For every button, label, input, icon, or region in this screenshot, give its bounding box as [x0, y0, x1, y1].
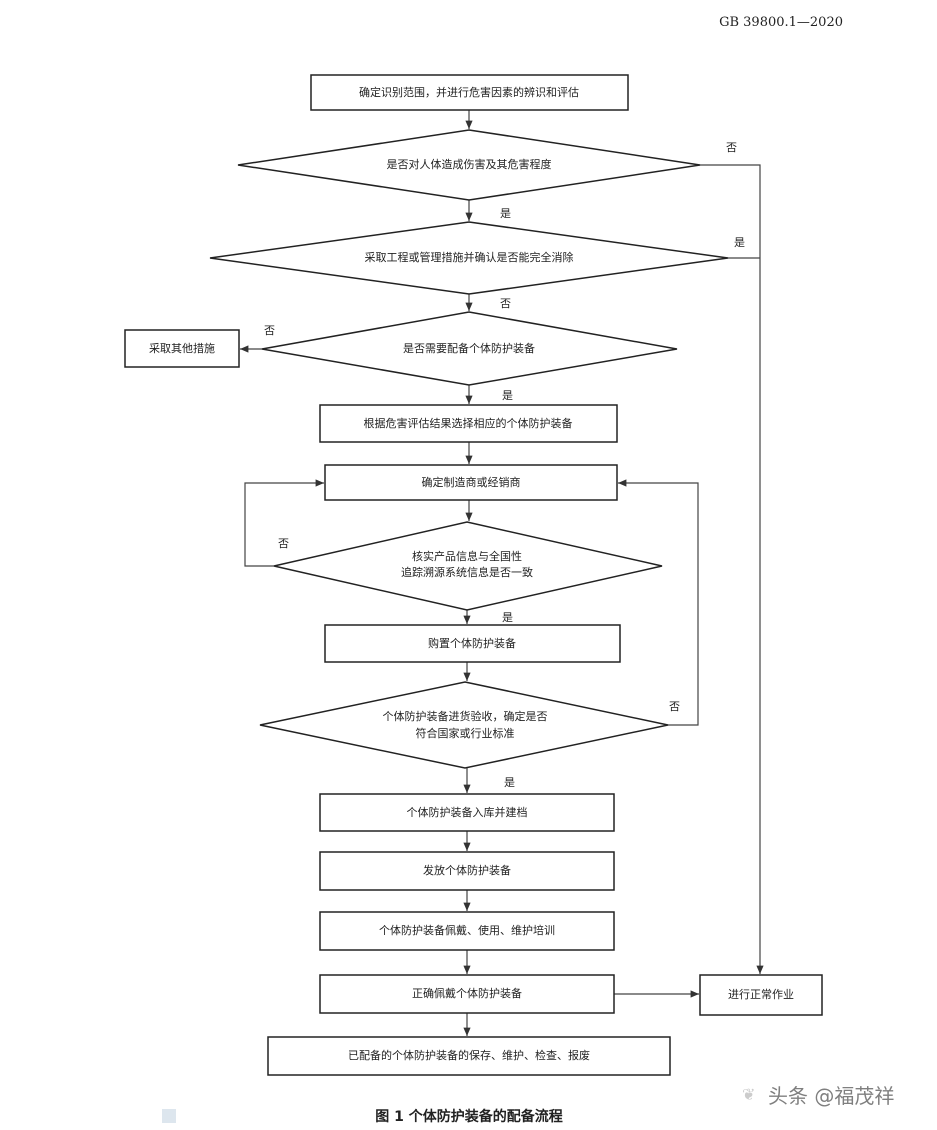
node-n5: 个体防护装备入库并建档 — [319, 793, 615, 832]
label-d4-yes: 是 — [502, 611, 513, 624]
node-n6: 发放个体防护装备 — [319, 851, 615, 891]
label-d3-yes: 是 — [502, 389, 513, 402]
node-n1: 确定识别范围，并进行危害因素的辨识和评估 — [310, 74, 629, 111]
label-d2-no: 否 — [500, 297, 511, 310]
node-n8: 正确佩戴个体防护装备 — [319, 974, 615, 1014]
node-n2: 根据危害评估结果选择相应的个体防护装备 — [319, 404, 618, 443]
decision-d4: 核实产品信息与全国性 追踪溯源系统信息是否一致 — [273, 521, 663, 611]
node-n1-label: 确定识别范围，并进行危害因素的辨识和评估 — [359, 85, 579, 99]
logo-mark — [162, 1109, 176, 1123]
decision-d3: 是否需要配备个体防护装备 — [261, 311, 678, 386]
decision-d5-label-1: 个体防护装备进货验收，确定是否 — [383, 709, 548, 723]
node-n4: 购置个体防护装备 — [324, 624, 621, 663]
node-normal-label: 进行正常作业 — [728, 988, 794, 1001]
decision-d2: 采取工程或管理措施并确认是否能完全消除 — [209, 221, 729, 295]
decision-d4-label-2: 追踪溯源系统信息是否一致 — [401, 565, 533, 579]
decision-d3-label: 是否需要配备个体防护装备 — [403, 341, 535, 355]
decision-d5-label-2: 符合国家或行业标准 — [416, 726, 515, 740]
figure-caption: 图 1 个体防护装备的配备流程 — [375, 1108, 563, 1125]
label-d3-no: 否 — [264, 324, 275, 337]
decision-d5: 个体防护装备进货验收，确定是否 符合国家或行业标准 — [259, 681, 669, 769]
node-n7: 个体防护装备佩戴、使用、维护培训 — [319, 911, 615, 951]
decision-d2-label: 采取工程或管理措施并确认是否能完全消除 — [365, 250, 574, 264]
node-n9: 已配备的个体防护装备的保存、维护、检查、报废 — [267, 1036, 671, 1076]
node-n3: 确定制造商或经销商 — [324, 464, 618, 501]
node-n7-label: 个体防护装备佩戴、使用、维护培训 — [379, 923, 555, 937]
standard-number: GB 39800.1—2020 — [719, 15, 843, 30]
label-d5-yes: 是 — [504, 776, 515, 789]
edge-d1-no-normal — [700, 164, 764, 974]
node-n4-label: 购置个体防护装备 — [428, 636, 516, 650]
label-d1-yes: 是 — [500, 207, 511, 220]
node-n6-label: 发放个体防护装备 — [423, 863, 511, 877]
label-d2-yes: 是 — [734, 236, 745, 249]
node-other: 采取其他措施 — [124, 329, 240, 368]
watermark-text: 头条 @福茂祥 — [768, 1084, 894, 1108]
node-n2-label: 根据危害评估结果选择相应的个体防护装备 — [364, 416, 573, 430]
decision-d1-label: 是否对人体造成伤害及其危害程度 — [387, 157, 552, 171]
edge-d4-no-loop — [244, 479, 324, 567]
node-n3-label: 确定制造商或经销商 — [422, 475, 521, 489]
edge-d5-no-loop — [618, 479, 699, 726]
node-n9-label: 已配备的个体防护装备的保存、维护、检查、报废 — [348, 1048, 590, 1062]
label-d4-no: 否 — [278, 537, 289, 550]
decision-d1: 是否对人体造成伤害及其危害程度 — [237, 129, 701, 201]
node-n8-label: 正确佩戴个体防护装备 — [412, 986, 522, 1000]
edges — [240, 110, 764, 1036]
wechat-icon: ❦ — [742, 1085, 755, 1104]
label-d5-no: 否 — [669, 700, 680, 713]
label-d1-no: 否 — [726, 141, 737, 154]
node-n5-label: 个体防护装备入库并建档 — [407, 805, 528, 819]
node-normal: 进行正常作业 — [699, 974, 823, 1016]
node-other-label: 采取其他措施 — [149, 341, 215, 355]
watermark: ❦ 头条 @福茂祥 — [742, 1084, 894, 1108]
decision-d4-label-1: 核实产品信息与全国性 — [412, 549, 522, 563]
